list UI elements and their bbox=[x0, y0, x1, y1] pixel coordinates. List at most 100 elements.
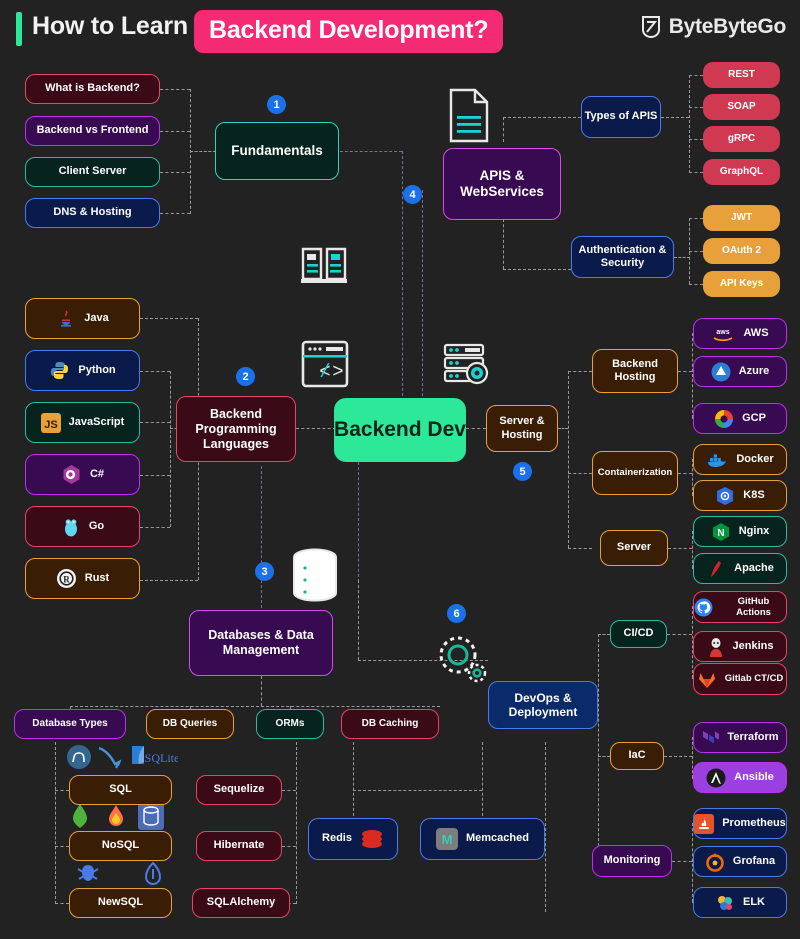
node-label: DB Caching bbox=[361, 718, 419, 729]
node-graphql[interactable]: GraphQL bbox=[703, 159, 780, 185]
node-devops-deployment[interactable]: DevOps & Deployment bbox=[488, 681, 598, 729]
gcp-icon bbox=[714, 409, 734, 429]
server-gear-icon bbox=[443, 342, 491, 386]
node-label: OAuth 2 bbox=[722, 245, 761, 256]
yugabyte-icon bbox=[142, 861, 164, 885]
node-nginx[interactable]: N Nginx bbox=[693, 516, 787, 547]
node-sequelize[interactable]: Sequelize bbox=[196, 775, 282, 805]
github-icon bbox=[694, 598, 713, 617]
node-csharp[interactable]: C# bbox=[25, 454, 140, 495]
node-label: GitHub Actions bbox=[736, 595, 771, 618]
node-backend-programming-languages[interactable]: Backend Programming Languages bbox=[176, 396, 296, 462]
node-gcp[interactable]: GCP bbox=[693, 403, 787, 434]
node-dns-hosting[interactable]: DNS & Hosting bbox=[25, 198, 160, 228]
node-terraform[interactable]: Terraform bbox=[693, 722, 787, 753]
node-db-queries[interactable]: DB Queries bbox=[146, 709, 234, 739]
node-server[interactable]: Server bbox=[600, 530, 668, 566]
svg-text:<: < bbox=[319, 361, 330, 383]
node-database-types[interactable]: Database Types bbox=[14, 709, 126, 739]
node-label: Ansible bbox=[734, 770, 774, 783]
node-databases-data-management[interactable]: Databases & Data Management bbox=[189, 610, 333, 676]
node-docker[interactable]: Docker bbox=[693, 444, 787, 475]
svg-text:>: > bbox=[332, 361, 343, 383]
node-github-actions[interactable]: GitHub Actions bbox=[693, 591, 787, 623]
node-label: AWS bbox=[743, 326, 769, 339]
node-rust[interactable]: R Rust bbox=[25, 558, 140, 599]
node-azure[interactable]: Azure bbox=[693, 356, 787, 387]
node-authentication-security[interactable]: Authentication & Security bbox=[571, 236, 674, 278]
node-orms[interactable]: ORMs bbox=[256, 709, 324, 739]
mongodb-icon bbox=[70, 803, 90, 829]
node-hibernate[interactable]: Hibernate bbox=[196, 831, 282, 861]
node-soap[interactable]: SOAP bbox=[703, 94, 780, 120]
node-client-server[interactable]: Client Server bbox=[25, 157, 160, 187]
node-what-is-backend[interactable]: What is Backend? bbox=[25, 74, 160, 104]
node-label: ELK bbox=[743, 895, 765, 908]
node-label: Jenkins bbox=[732, 639, 774, 652]
node-label: DevOps & Deployment bbox=[508, 690, 578, 719]
node-jwt[interactable]: JWT bbox=[703, 205, 780, 231]
node-cicd[interactable]: CI/CD bbox=[610, 620, 667, 648]
node-redis[interactable]: Redis bbox=[308, 818, 398, 860]
node-iac[interactable]: IaC bbox=[610, 742, 664, 770]
node-grafana[interactable]: Grofana bbox=[693, 846, 787, 877]
node-oauth2[interactable]: OAuth 2 bbox=[703, 238, 780, 264]
node-types-of-apis[interactable]: Types of APIS bbox=[581, 96, 661, 138]
node-prometheus[interactable]: Prometheus bbox=[693, 808, 787, 839]
node-k8s[interactable]: K8S bbox=[693, 480, 787, 511]
jenkins-icon bbox=[707, 637, 725, 657]
node-apis-webservices[interactable]: APIS & WebServices bbox=[443, 148, 561, 220]
node-backend-dev[interactable]: Backend Dev bbox=[334, 398, 466, 462]
database-cylinder-icon bbox=[291, 548, 339, 606]
node-java[interactable]: Java bbox=[25, 298, 140, 339]
node-elk[interactable]: ELK bbox=[693, 887, 787, 918]
node-label: ORMs bbox=[275, 718, 305, 729]
node-jenkins[interactable]: Jenkins bbox=[693, 631, 787, 662]
node-label: Databases & Data Management bbox=[208, 628, 314, 657]
node-label: Nginx bbox=[738, 524, 770, 537]
node-grpc[interactable]: gRPC bbox=[703, 126, 780, 152]
node-server-hosting[interactable]: Server & Hosting bbox=[486, 405, 558, 452]
sqlite-icon: SQLite bbox=[130, 744, 178, 768]
node-label: REST bbox=[728, 69, 755, 80]
node-newsql[interactable]: NewSQL bbox=[69, 888, 172, 918]
node-backend-hosting[interactable]: Backend Hosting bbox=[592, 349, 678, 393]
prometheus-icon bbox=[694, 813, 715, 834]
dynamodb-icon bbox=[138, 802, 164, 830]
node-python[interactable]: Python bbox=[25, 350, 140, 391]
badge-2: 2 bbox=[236, 367, 255, 386]
node-ansible[interactable]: Ansible bbox=[693, 762, 787, 793]
node-sqlalchemy[interactable]: SQLAlchemy bbox=[192, 888, 290, 918]
node-javascript[interactable]: JS JavaScript bbox=[25, 402, 140, 443]
svg-text:JS: JS bbox=[44, 419, 57, 431]
node-sql[interactable]: SQL bbox=[69, 775, 172, 805]
grafana-icon bbox=[705, 852, 725, 872]
java-icon bbox=[56, 309, 76, 329]
javascript-icon: JS bbox=[40, 412, 61, 433]
node-label: What is Backend? bbox=[45, 82, 140, 95]
node-label: Azure bbox=[738, 364, 770, 377]
node-go[interactable]: Go bbox=[25, 506, 140, 547]
node-label: Sequelize bbox=[213, 783, 265, 796]
node-label: Authentication & Security bbox=[578, 243, 667, 269]
node-fundamentals[interactable]: Fundamentals bbox=[215, 122, 339, 180]
svg-text:N: N bbox=[717, 528, 724, 539]
node-containerization[interactable]: Containerization bbox=[592, 451, 678, 495]
svg-text:/: / bbox=[319, 361, 330, 383]
node-label: Containerization bbox=[597, 467, 673, 479]
node-nosql[interactable]: NoSQL bbox=[69, 831, 172, 861]
node-apache[interactable]: Apache bbox=[693, 553, 787, 584]
postgresql-icon bbox=[66, 744, 92, 770]
node-db-caching[interactable]: DB Caching bbox=[341, 709, 439, 739]
node-aws[interactable]: aws AWS bbox=[693, 318, 787, 349]
book-icon bbox=[300, 243, 348, 285]
node-monitoring[interactable]: Monitoring bbox=[592, 845, 672, 877]
badge-5: 5 bbox=[513, 462, 532, 481]
node-api-keys[interactable]: API Keys bbox=[703, 271, 780, 297]
page-header: How to Learn Backend Development? ByteBy… bbox=[0, 0, 800, 58]
node-memcached[interactable]: M Memcached bbox=[420, 818, 545, 860]
node-gitlab-cicd[interactable]: Gitlab CT/CD bbox=[693, 663, 787, 695]
node-backend-vs-frontend[interactable]: Backend vs Frontend bbox=[25, 116, 160, 146]
node-rest[interactable]: REST bbox=[703, 62, 780, 88]
node-label: Java bbox=[84, 311, 109, 324]
